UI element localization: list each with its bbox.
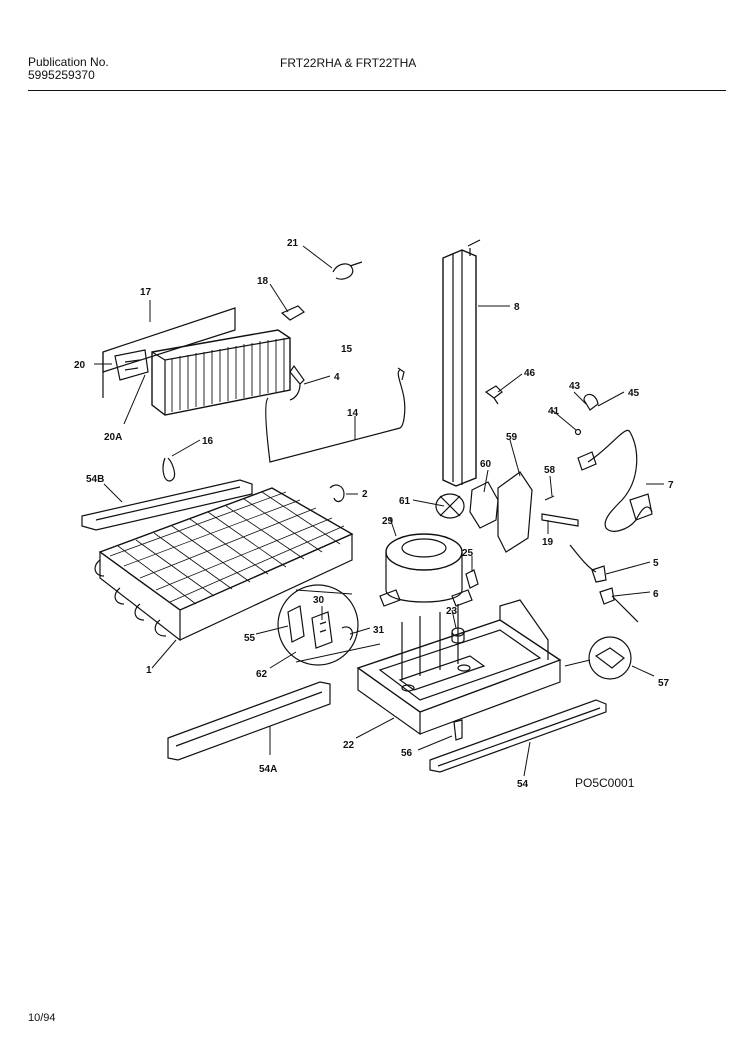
drawing-code: PO5C0001 [575, 776, 635, 790]
label-20a: 20A [104, 432, 122, 443]
clip-16-part [162, 457, 176, 482]
label-7: 7 [668, 480, 674, 491]
inset-57-part [588, 636, 632, 680]
label-25: 25 [462, 548, 474, 559]
label-23: 23 [446, 606, 458, 617]
label-45: 45 [628, 388, 640, 399]
label-4: 4 [334, 372, 340, 383]
screw-56-part [453, 719, 463, 741]
label-29: 29 [382, 516, 394, 527]
base-pan-22-part [356, 599, 562, 736]
label-30: 30 [313, 595, 325, 606]
compressor-29-part [379, 533, 473, 607]
label-58: 58 [544, 465, 556, 476]
clip-43-part [583, 393, 599, 411]
condenser-part [102, 307, 291, 416]
footer-date: 10/94 [28, 1012, 56, 1024]
screw-41-part [574, 428, 582, 436]
label-16: 16 [202, 436, 214, 447]
header-rule [28, 90, 726, 91]
label-20: 20 [74, 360, 86, 371]
label-41: 41 [548, 406, 560, 417]
label-54: 54 [517, 779, 529, 790]
label-54a: 54A [259, 764, 277, 775]
grommet-25-part [465, 569, 479, 589]
label-59: 59 [506, 432, 518, 443]
label-18: 18 [257, 276, 269, 287]
label-22: 22 [343, 740, 355, 751]
sensor-4-part [289, 364, 305, 401]
label-31: 31 [373, 625, 385, 636]
wire-6-part [599, 587, 639, 623]
label-15: 15 [341, 344, 353, 355]
bracket-18-part [280, 305, 305, 321]
label-55: 55 [244, 633, 256, 644]
label-2: 2 [362, 489, 368, 500]
label-56: 56 [401, 748, 413, 759]
rail-8-part [442, 239, 481, 487]
publication-number: 5995259370 [28, 68, 95, 82]
bracket-54a-part [167, 681, 331, 761]
label-17: 17 [140, 287, 152, 298]
label-61: 61 [399, 496, 411, 507]
model-numbers: FRT22RHA & FRT22THA [280, 56, 417, 70]
bracket-54-part [429, 699, 607, 773]
clip-2-part [329, 484, 345, 503]
screw-46-part [484, 385, 503, 405]
label-54b: 54B [86, 474, 104, 485]
label-21: 21 [287, 238, 299, 249]
label-57: 57 [658, 678, 670, 689]
tubing-14-part [265, 369, 406, 463]
label-14: 14 [347, 408, 359, 419]
label-19: 19 [542, 537, 554, 548]
label-1: 1 [146, 665, 152, 676]
publication-label: Publication No. [28, 55, 109, 69]
wire-5-part [569, 544, 597, 573]
leader-lines [94, 245, 664, 777]
evaporator-coil-part [94, 487, 354, 642]
callout-labels: 21 18 17 20 15 4 20A 14 16 8 46 43 45 41… [74, 238, 674, 790]
label-62: 62 [256, 669, 268, 680]
fan-motor-part [435, 471, 579, 553]
power-cord-7-part [587, 429, 653, 532]
label-8: 8 [514, 302, 520, 313]
relay-inset-part [277, 584, 359, 666]
bracket-54b-part [81, 479, 253, 531]
label-5: 5 [653, 558, 659, 569]
label-60: 60 [480, 459, 492, 470]
wire-21-part [332, 261, 363, 280]
label-46: 46 [524, 368, 536, 379]
label-43: 43 [569, 381, 581, 392]
label-6: 6 [653, 589, 659, 600]
